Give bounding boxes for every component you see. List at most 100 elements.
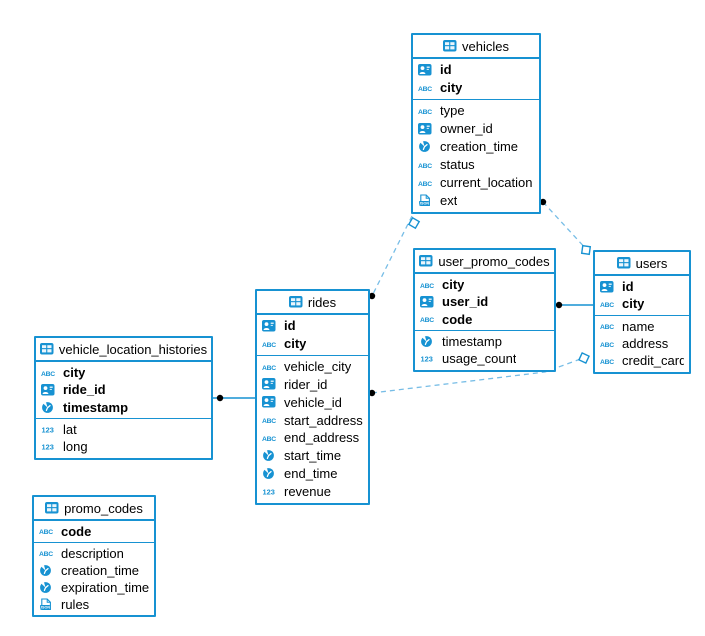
field-label: creation_time (440, 139, 519, 155)
field-vehicle_city[interactable]: ABC vehicle_city (257, 358, 368, 376)
field-timestamp[interactable]: timestamp (415, 333, 554, 350)
field-creation_time[interactable]: creation_time (413, 138, 539, 156)
svg-text:ABC: ABC (41, 371, 55, 378)
field-owner_id[interactable]: owner_id (413, 120, 539, 138)
field-label: id (622, 279, 634, 295)
field-ride_id[interactable]: ride_id (36, 381, 211, 398)
svg-text:ABC: ABC (420, 283, 434, 290)
json-icon: JSON (39, 597, 56, 611)
id-icon (262, 396, 279, 408)
field-rules[interactable]: JSON rules (34, 596, 154, 613)
field-city[interactable]: ABC city (413, 79, 539, 97)
field-description[interactable]: ABC description (34, 545, 154, 562)
num-icon: 123 (420, 353, 437, 364)
table-icon (616, 257, 631, 269)
field-label: description (61, 545, 124, 561)
time-icon (418, 140, 435, 153)
svg-text:ABC: ABC (418, 163, 432, 170)
field-label: id (440, 62, 452, 78)
table-header[interactable]: vehicles (413, 35, 539, 59)
field-end_time[interactable]: end_time (257, 465, 368, 483)
id-icon (418, 63, 435, 76)
table-title: rides (307, 294, 337, 310)
table-icon (39, 343, 54, 355)
svg-text:ABC: ABC (39, 529, 53, 536)
field-label: name (622, 318, 655, 334)
table-icon (443, 40, 457, 52)
field-status[interactable]: ABC status (413, 156, 539, 174)
text-icon: ABC (600, 356, 617, 366)
field-label: timestamp (63, 399, 129, 415)
table-header[interactable]: rides (257, 291, 368, 315)
field-label: expiration_time (61, 579, 149, 595)
field-start_time[interactable]: start_time (257, 447, 368, 465)
field-creation_time[interactable]: creation_time (34, 562, 154, 579)
svg-text:ABC: ABC (262, 365, 276, 372)
field-city[interactable]: ABC city (415, 276, 554, 293)
text-icon: ABC (420, 280, 437, 290)
field-label: city (63, 365, 86, 381)
text-icon: ABC (418, 83, 435, 93)
table-header[interactable]: user_promo_codes (415, 250, 554, 274)
field-label: vehicle_city (284, 359, 352, 375)
field-user_id[interactable]: user_id (415, 293, 554, 310)
field-label: status (440, 157, 475, 173)
table-title: vehicle_location_histories (58, 341, 208, 357)
field-name[interactable]: ABC name (595, 318, 689, 335)
field-rider_id[interactable]: rider_id (257, 376, 368, 394)
field-vehicle_id[interactable]: vehicle_id (257, 393, 368, 411)
svg-text:ABC: ABC (262, 342, 276, 349)
field-id[interactable]: id (413, 61, 539, 79)
table-header[interactable]: vehicle_location_histories (36, 338, 211, 362)
field-id[interactable]: id (595, 278, 689, 295)
field-label: city (442, 277, 465, 293)
field-city[interactable]: ABC city (36, 364, 211, 381)
field-expiration_time[interactable]: expiration_time (34, 579, 154, 596)
field-timestamp[interactable]: timestamp (36, 399, 211, 416)
time-icon (262, 467, 279, 480)
time-icon (262, 449, 279, 462)
num-icon: 123 (41, 441, 58, 452)
id-icon (420, 295, 437, 308)
table-header[interactable]: users (595, 252, 689, 276)
svg-text:ABC: ABC (418, 109, 432, 116)
time-icon (39, 581, 56, 594)
field-label: city (440, 80, 463, 96)
svg-text:ABC: ABC (418, 86, 432, 93)
time-icon (420, 335, 437, 348)
text-icon: ABC (600, 321, 617, 331)
field-label: rules (61, 596, 90, 612)
table-title: promo_codes (64, 500, 143, 516)
field-label: end_address (284, 430, 360, 446)
table-header[interactable]: promo_codes (34, 497, 154, 521)
svg-text:ABC: ABC (39, 551, 53, 558)
id-icon (600, 280, 617, 293)
field-id[interactable]: id (257, 317, 368, 335)
field-label: owner_id (440, 121, 493, 137)
